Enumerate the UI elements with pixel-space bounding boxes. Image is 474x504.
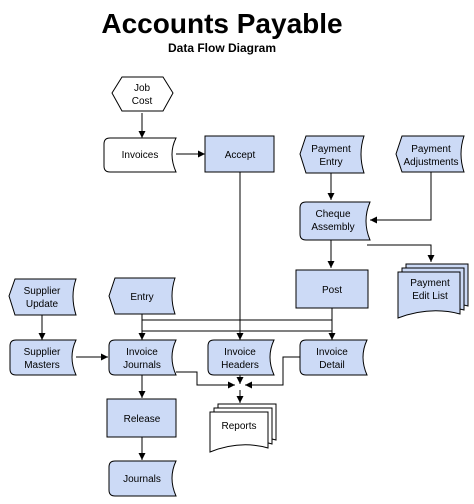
node-invoice-detail: Invoice Detail (299, 339, 368, 376)
edge-detail-reports (245, 356, 300, 389)
page-title: Accounts Payable (101, 8, 342, 39)
node-reports: Reports (209, 403, 277, 453)
edges (38, 113, 435, 460)
svg-text:Journals: Journals (123, 360, 161, 371)
svg-text:Invoices: Invoices (122, 150, 159, 161)
page-subtitle: Data Flow Diagram (168, 41, 276, 55)
svg-text:Headers: Headers (221, 360, 259, 371)
node-payment-adjustments: Payment Adjustments (395, 135, 465, 173)
node-entry: Entry (108, 277, 176, 315)
svg-text:Payment: Payment (410, 278, 450, 289)
svg-text:Payment: Payment (411, 144, 451, 155)
node-payment-edit-list: Payment Edit List (397, 263, 469, 319)
svg-text:Reports: Reports (221, 421, 256, 432)
node-invoice-journals: Invoice Journals (108, 339, 177, 376)
svg-text:Cheque: Cheque (315, 209, 350, 220)
svg-text:Cost: Cost (132, 96, 153, 107)
svg-text:Edit List: Edit List (412, 291, 448, 302)
svg-text:Masters: Masters (24, 360, 60, 371)
node-invoice-headers: Invoice Headers (207, 339, 275, 376)
node-supplier-masters: Supplier Masters (9, 339, 77, 376)
svg-text:Update: Update (26, 299, 59, 310)
edge-journals-reports (176, 371, 235, 389)
node-payment-entry: Payment Entry (299, 135, 365, 174)
svg-text:Payment: Payment (311, 144, 351, 155)
node-release: Release (106, 398, 177, 438)
svg-text:Journals: Journals (123, 474, 161, 485)
svg-text:Entry: Entry (130, 292, 153, 303)
svg-text:Invoice: Invoice (224, 347, 256, 358)
svg-text:Job: Job (134, 83, 151, 94)
svg-text:Accept: Accept (225, 150, 256, 161)
svg-text:Invoice: Invoice (126, 347, 158, 358)
svg-text:Entry: Entry (319, 157, 342, 168)
node-accept: Accept (204, 135, 275, 173)
node-job-cost: Job Cost (111, 76, 174, 112)
node-supplier-update: Supplier Update (8, 278, 77, 316)
svg-text:Adjustments: Adjustments (403, 157, 458, 168)
edge-cheque-editlist (367, 244, 435, 262)
svg-text:Post: Post (322, 285, 342, 296)
svg-text:Supplier: Supplier (24, 347, 61, 358)
node-cheque-assembly: Cheque Assembly (299, 201, 371, 241)
svg-text:Release: Release (124, 414, 161, 425)
node-invoices: Invoices (103, 137, 177, 173)
svg-text:Supplier: Supplier (24, 286, 61, 297)
node-journals: Journals (108, 460, 177, 497)
edge-adjustments-cheque (370, 172, 432, 224)
svg-text:Invoice: Invoice (316, 347, 348, 358)
svg-text:Detail: Detail (319, 360, 345, 371)
svg-text:Assembly: Assembly (311, 222, 354, 233)
node-post: Post (295, 269, 369, 309)
